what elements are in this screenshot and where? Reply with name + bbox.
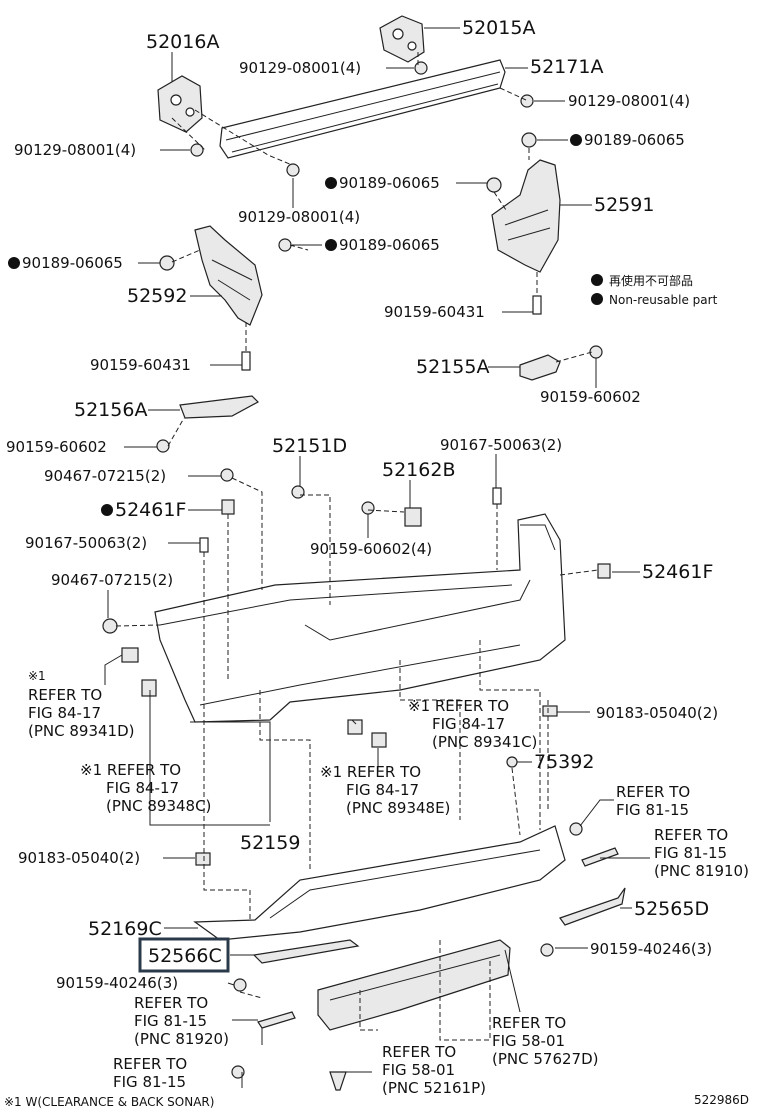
label-52565D: 52565D xyxy=(634,898,709,920)
ref7-line1: REFER TO xyxy=(134,994,208,1012)
ref10-line3: (PNC 52161P) xyxy=(382,1079,486,1097)
screw-icon xyxy=(241,295,542,371)
label-90189-a: 90189-06065 xyxy=(584,131,685,149)
ref3-line3: (PNC 89348C) xyxy=(106,797,211,815)
reflector-52565D xyxy=(559,887,626,926)
label-90129-d: 90129-08001(4) xyxy=(238,208,360,226)
bracket-52015A xyxy=(379,15,425,63)
label-90129-b: 90129-08001(4) xyxy=(568,92,690,110)
bracket-52156A xyxy=(156,395,259,453)
ref1-mark: ※1 xyxy=(28,669,46,683)
label-52461F-a: 52461F xyxy=(115,499,186,521)
ref2-line2: FIG 84-17 xyxy=(432,715,505,733)
ref3-line1: ※1 REFER TO xyxy=(80,761,181,779)
bolt-icon xyxy=(159,61,537,271)
ref4-line2: FIG 84-17 xyxy=(346,781,419,799)
ref1-line3: (PNC 89341D) xyxy=(28,722,134,740)
label-52156A: 52156A xyxy=(74,399,147,421)
legend-japanese: 再使用不可部品 xyxy=(609,273,693,288)
label-52591: 52591 xyxy=(594,194,654,216)
ref2-line3: (PNC 89341C) xyxy=(432,733,537,751)
label-90159-60602-a: 90159-60602 xyxy=(540,388,641,406)
reinforcement-beam xyxy=(219,59,506,159)
ref10-line2: FIG 58-01 xyxy=(382,1061,455,1079)
ref7-line3: (PNC 81920) xyxy=(134,1030,229,1048)
label-90167-50063-a: 90167-50063(2) xyxy=(440,436,562,454)
ref1-line1: REFER TO xyxy=(28,686,102,704)
ref1-line2: FIG 84-17 xyxy=(28,704,101,722)
label-52592: 52592 xyxy=(127,285,187,307)
label-90159-60431-b: 90159-60431 xyxy=(90,356,191,374)
reflector-small-icon xyxy=(257,847,619,1029)
non-reusable-dot-icon xyxy=(8,134,603,516)
sensor-bracket-icon xyxy=(121,647,583,866)
assembly-lines xyxy=(115,52,599,1041)
label-90159-60602-c: 90159-60602(4) xyxy=(310,540,432,558)
label-52151D: 52151D xyxy=(272,435,347,457)
label-52171A: 52171A xyxy=(530,56,603,78)
retainer-52591 xyxy=(491,159,561,273)
lower-cover-52169C xyxy=(193,825,566,941)
label-52155A: 52155A xyxy=(416,356,489,378)
ref8-line2: FIG 58-01 xyxy=(492,1032,565,1050)
label-90189-b: 90189-06065 xyxy=(339,174,440,192)
clip-52155A xyxy=(519,345,603,381)
footnote: ※1 W(CLEARANCE & BACK SONAR) xyxy=(4,1095,214,1109)
diagram-id: 522986D xyxy=(694,1093,749,1107)
ref3-line2: FIG 84-17 xyxy=(106,779,179,797)
ref5-line1: REFER TO xyxy=(616,783,690,801)
label-90159-60602-b: 90159-60602 xyxy=(6,438,107,456)
label-90467-07215-a: 90467-07215(2) xyxy=(44,467,166,485)
bracket-52016A xyxy=(157,75,203,133)
ref6-line1: REFER TO xyxy=(654,826,728,844)
ref8-line1: REFER TO xyxy=(492,1014,566,1032)
label-90129-a: 90129-08001(4) xyxy=(239,59,361,77)
label-52015A: 52015A xyxy=(462,17,535,39)
label-90159-40246-a: 90159-40246(3) xyxy=(590,940,712,958)
label-90467-07215-b: 90467-07215(2) xyxy=(51,571,173,589)
ref10-line1: REFER TO xyxy=(382,1043,456,1061)
label-52461F-b: 52461F xyxy=(642,561,713,583)
ref6-line2: FIG 81-15 xyxy=(654,844,727,862)
label-90159-40246-b: 90159-40246(3) xyxy=(56,974,178,992)
ref4-line3: (PNC 89348E) xyxy=(346,799,450,817)
ref8-line3: (PNC 57627D) xyxy=(492,1050,598,1068)
label-90159-60431-a: 90159-60431 xyxy=(384,303,485,321)
highlight-box xyxy=(138,937,230,973)
bumper-cover-52159 xyxy=(154,513,566,723)
label-75392: 75392 xyxy=(534,751,594,773)
label-52016A: 52016A xyxy=(146,31,219,53)
label-52169C: 52169C xyxy=(88,918,162,940)
legend-non-reusable: Non-reusable part xyxy=(609,293,718,307)
label-52566C: 52566C xyxy=(148,945,222,967)
ref2-line1: ※1 REFER TO xyxy=(408,697,509,715)
ref6-line3: (PNC 81910) xyxy=(654,862,749,880)
label-52159: 52159 xyxy=(240,832,300,854)
part-labels: 52016A 52015A 52171A 90129-08001(4) 9012… xyxy=(4,17,749,1109)
label-52162B: 52162B xyxy=(382,459,455,481)
ref7-line2: FIG 81-15 xyxy=(134,1012,207,1030)
clip-icon xyxy=(102,468,611,634)
screw-icon xyxy=(231,943,554,1091)
label-90129-c: 90129-08001(4) xyxy=(14,141,136,159)
ref4-line1: ※1 REFER TO xyxy=(320,763,421,781)
label-90189-d: 90189-06065 xyxy=(22,254,123,272)
label-90167-50063-b: 90167-50063(2) xyxy=(25,534,147,552)
ref5-line2: FIG 81-15 xyxy=(616,801,689,819)
retainer-52592 xyxy=(194,225,263,326)
step-pad xyxy=(317,939,511,1031)
ref9-line1: REFER TO xyxy=(113,1055,187,1073)
reflector-52566C xyxy=(252,939,360,964)
leader-lines xyxy=(104,27,650,1088)
label-90183-05040-a: 90183-05040(2) xyxy=(596,704,718,722)
ref9-line2: FIG 81-15 xyxy=(113,1073,186,1091)
label-90183-05040-b: 90183-05040(2) xyxy=(18,849,140,867)
label-90189-c: 90189-06065 xyxy=(339,236,440,254)
